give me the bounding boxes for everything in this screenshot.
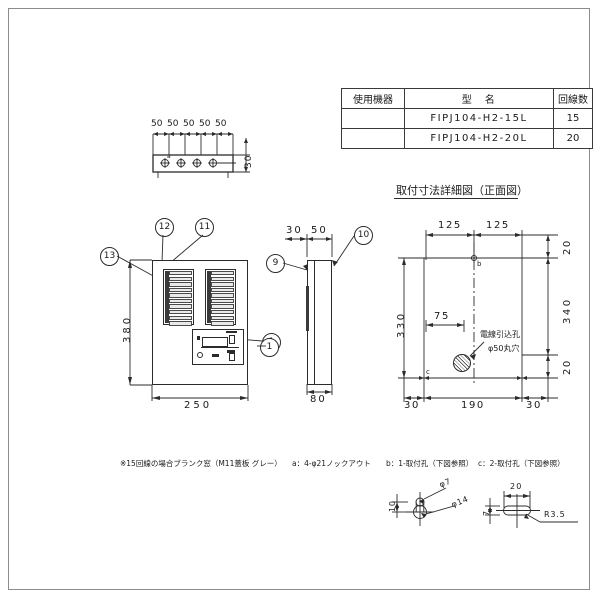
mounting-detail-title: 取付寸法詳細図（正面図） (396, 184, 528, 197)
breaker-slot[interactable] (211, 298, 234, 304)
detail-b-dim-10: 10 (388, 500, 397, 512)
hole-mark-c: c (426, 368, 430, 376)
breaker-slot[interactable] (211, 276, 234, 281)
mount-dim-125-right: 125 (486, 220, 510, 231)
balloon-12: 12 (155, 218, 174, 237)
side-seam-line (314, 261, 315, 384)
top-view: 50 50 50 50 50 (150, 119, 270, 190)
spec-table-header-row: 使用機器 型 名 回線数 (341, 88, 593, 109)
table-row: FIPJ104-H2-20L 20 (341, 128, 593, 149)
mount-dim-340: 340 (562, 297, 573, 324)
control-switch-upper[interactable] (229, 335, 235, 344)
hole-mark-b: b (477, 260, 482, 268)
breaker-slot[interactable] (211, 287, 234, 293)
cable-entry-hole (453, 354, 471, 372)
side-view: 9 10 1 (257, 212, 373, 405)
breaker-slot[interactable] (169, 287, 192, 293)
control-button-wide[interactable] (227, 350, 235, 353)
spec-header-circuits: 回線数 (553, 88, 593, 109)
mount-dim-75: 75 (434, 311, 450, 322)
cell-model-2: FIPJ104-H2-20L (404, 128, 554, 149)
cell-circuits-1: 15 (553, 108, 593, 129)
top-pitch-2: 50 (167, 119, 179, 129)
breaker-slot[interactable] (169, 310, 192, 315)
note-b: b：1-取付孔（下図参照） (386, 459, 474, 468)
top-height-dim: 30 (244, 154, 254, 168)
top-pitch-4: 50 (199, 119, 211, 129)
breaker-slot[interactable] (169, 298, 192, 304)
breaker-slot[interactable] (211, 304, 234, 309)
top-pitch-3: 50 (183, 119, 195, 129)
mount-dim-190: 190 (461, 400, 485, 411)
mount-dim-330: 330 (396, 311, 407, 338)
cell-model-1: FIPJ104-H2-15L (404, 108, 554, 129)
balloon-10: 10 (354, 226, 373, 245)
mounting-detail-title-underline (394, 198, 518, 199)
control-switch-lower[interactable] (229, 353, 235, 361)
panel-divider (201, 347, 239, 348)
mount-dim-20-bot: 20 (562, 359, 573, 375)
breaker-slot[interactable] (169, 276, 192, 281)
balloon-1-side: 1 (260, 338, 279, 357)
breaker-slot[interactable] (211, 271, 234, 276)
breaker-rail-right (207, 271, 211, 323)
indicator-lamp (197, 352, 203, 358)
side-depth-dim: 80 (310, 394, 327, 405)
spec-table: 使用機器 型 名 回線数 FIPJ104-H2-15L 15 FIPJ104-H… (341, 88, 593, 149)
cable-entry-label: 電線引込孔 (480, 330, 520, 339)
table-row: FIPJ104-H2-15L 15 (341, 108, 593, 129)
display-window (202, 337, 228, 347)
cable-entry-spec: φ50丸穴 (488, 344, 520, 353)
breaker-slot[interactable] (211, 321, 234, 326)
note-blank-window: ※15回線の場合ブランク窓（M11蓋板 グレー） (120, 459, 282, 468)
breaker-slot[interactable] (211, 293, 234, 298)
detail-c-dim-7: 7 (482, 510, 491, 516)
balloon-11: 11 (195, 218, 214, 237)
control-bar-top (226, 331, 237, 333)
spec-header-device: 使用機器 (341, 88, 405, 109)
side-hinge-tab (306, 286, 309, 331)
side-profile-body (306, 260, 332, 385)
control-button-small[interactable] (212, 354, 219, 357)
detail-c-dim-r35: R3.5 (544, 510, 566, 519)
breaker-slot[interactable] (211, 310, 234, 315)
detail-b-view: 10 φ7 φ14 (378, 477, 478, 538)
breaker-slot[interactable] (169, 293, 192, 298)
side-dim-30: 30 (286, 225, 303, 236)
cell-circuits-2: 20 (553, 128, 593, 149)
breaker-slot[interactable] (169, 282, 192, 287)
note-c: c：2-取付孔（下図参照） (478, 459, 565, 468)
note-a: a：4-φ21ノックアウト (292, 459, 371, 468)
top-pitch-1: 50 (151, 119, 163, 129)
indicator-triangle (197, 336, 200, 340)
breaker-slot[interactable] (169, 304, 192, 309)
control-panel[interactable] (192, 329, 244, 365)
breaker-slot[interactable] (211, 282, 234, 287)
detail-c-dim-20: 20 (510, 482, 523, 491)
cell-device-1 (341, 108, 405, 129)
breaker-slot[interactable] (169, 315, 192, 321)
breaker-column-right (205, 269, 236, 326)
mount-dim-30-right: 30 (526, 400, 542, 411)
breaker-slot[interactable] (169, 271, 192, 276)
cell-device-2 (341, 128, 405, 149)
page-frame (8, 8, 590, 590)
mounting-detail-view: 125 125 20 340 20 330 75 30 190 30 電線引込孔… (396, 212, 588, 412)
breaker-slot[interactable] (211, 315, 234, 321)
mount-dim-20-top: 20 (562, 239, 573, 255)
mount-dim-125-left: 125 (438, 220, 462, 231)
mount-dim-30-left: 30 (404, 400, 420, 411)
breaker-slot[interactable] (169, 321, 192, 326)
knockout-label-a: a (167, 153, 172, 160)
front-panel-body (152, 260, 248, 385)
breaker-column-left (163, 269, 194, 326)
top-pitch-5: 50 (215, 119, 227, 129)
detail-c-view: 7 20 R3.5 (474, 480, 584, 536)
front-height-dim: 380 (122, 314, 133, 343)
front-width-dim: 250 (184, 400, 213, 411)
spec-header-model: 型 名 (404, 88, 554, 109)
side-dim-50: 50 (311, 225, 328, 236)
breaker-rail-left (165, 271, 169, 323)
balloon-13: 13 (100, 247, 119, 266)
